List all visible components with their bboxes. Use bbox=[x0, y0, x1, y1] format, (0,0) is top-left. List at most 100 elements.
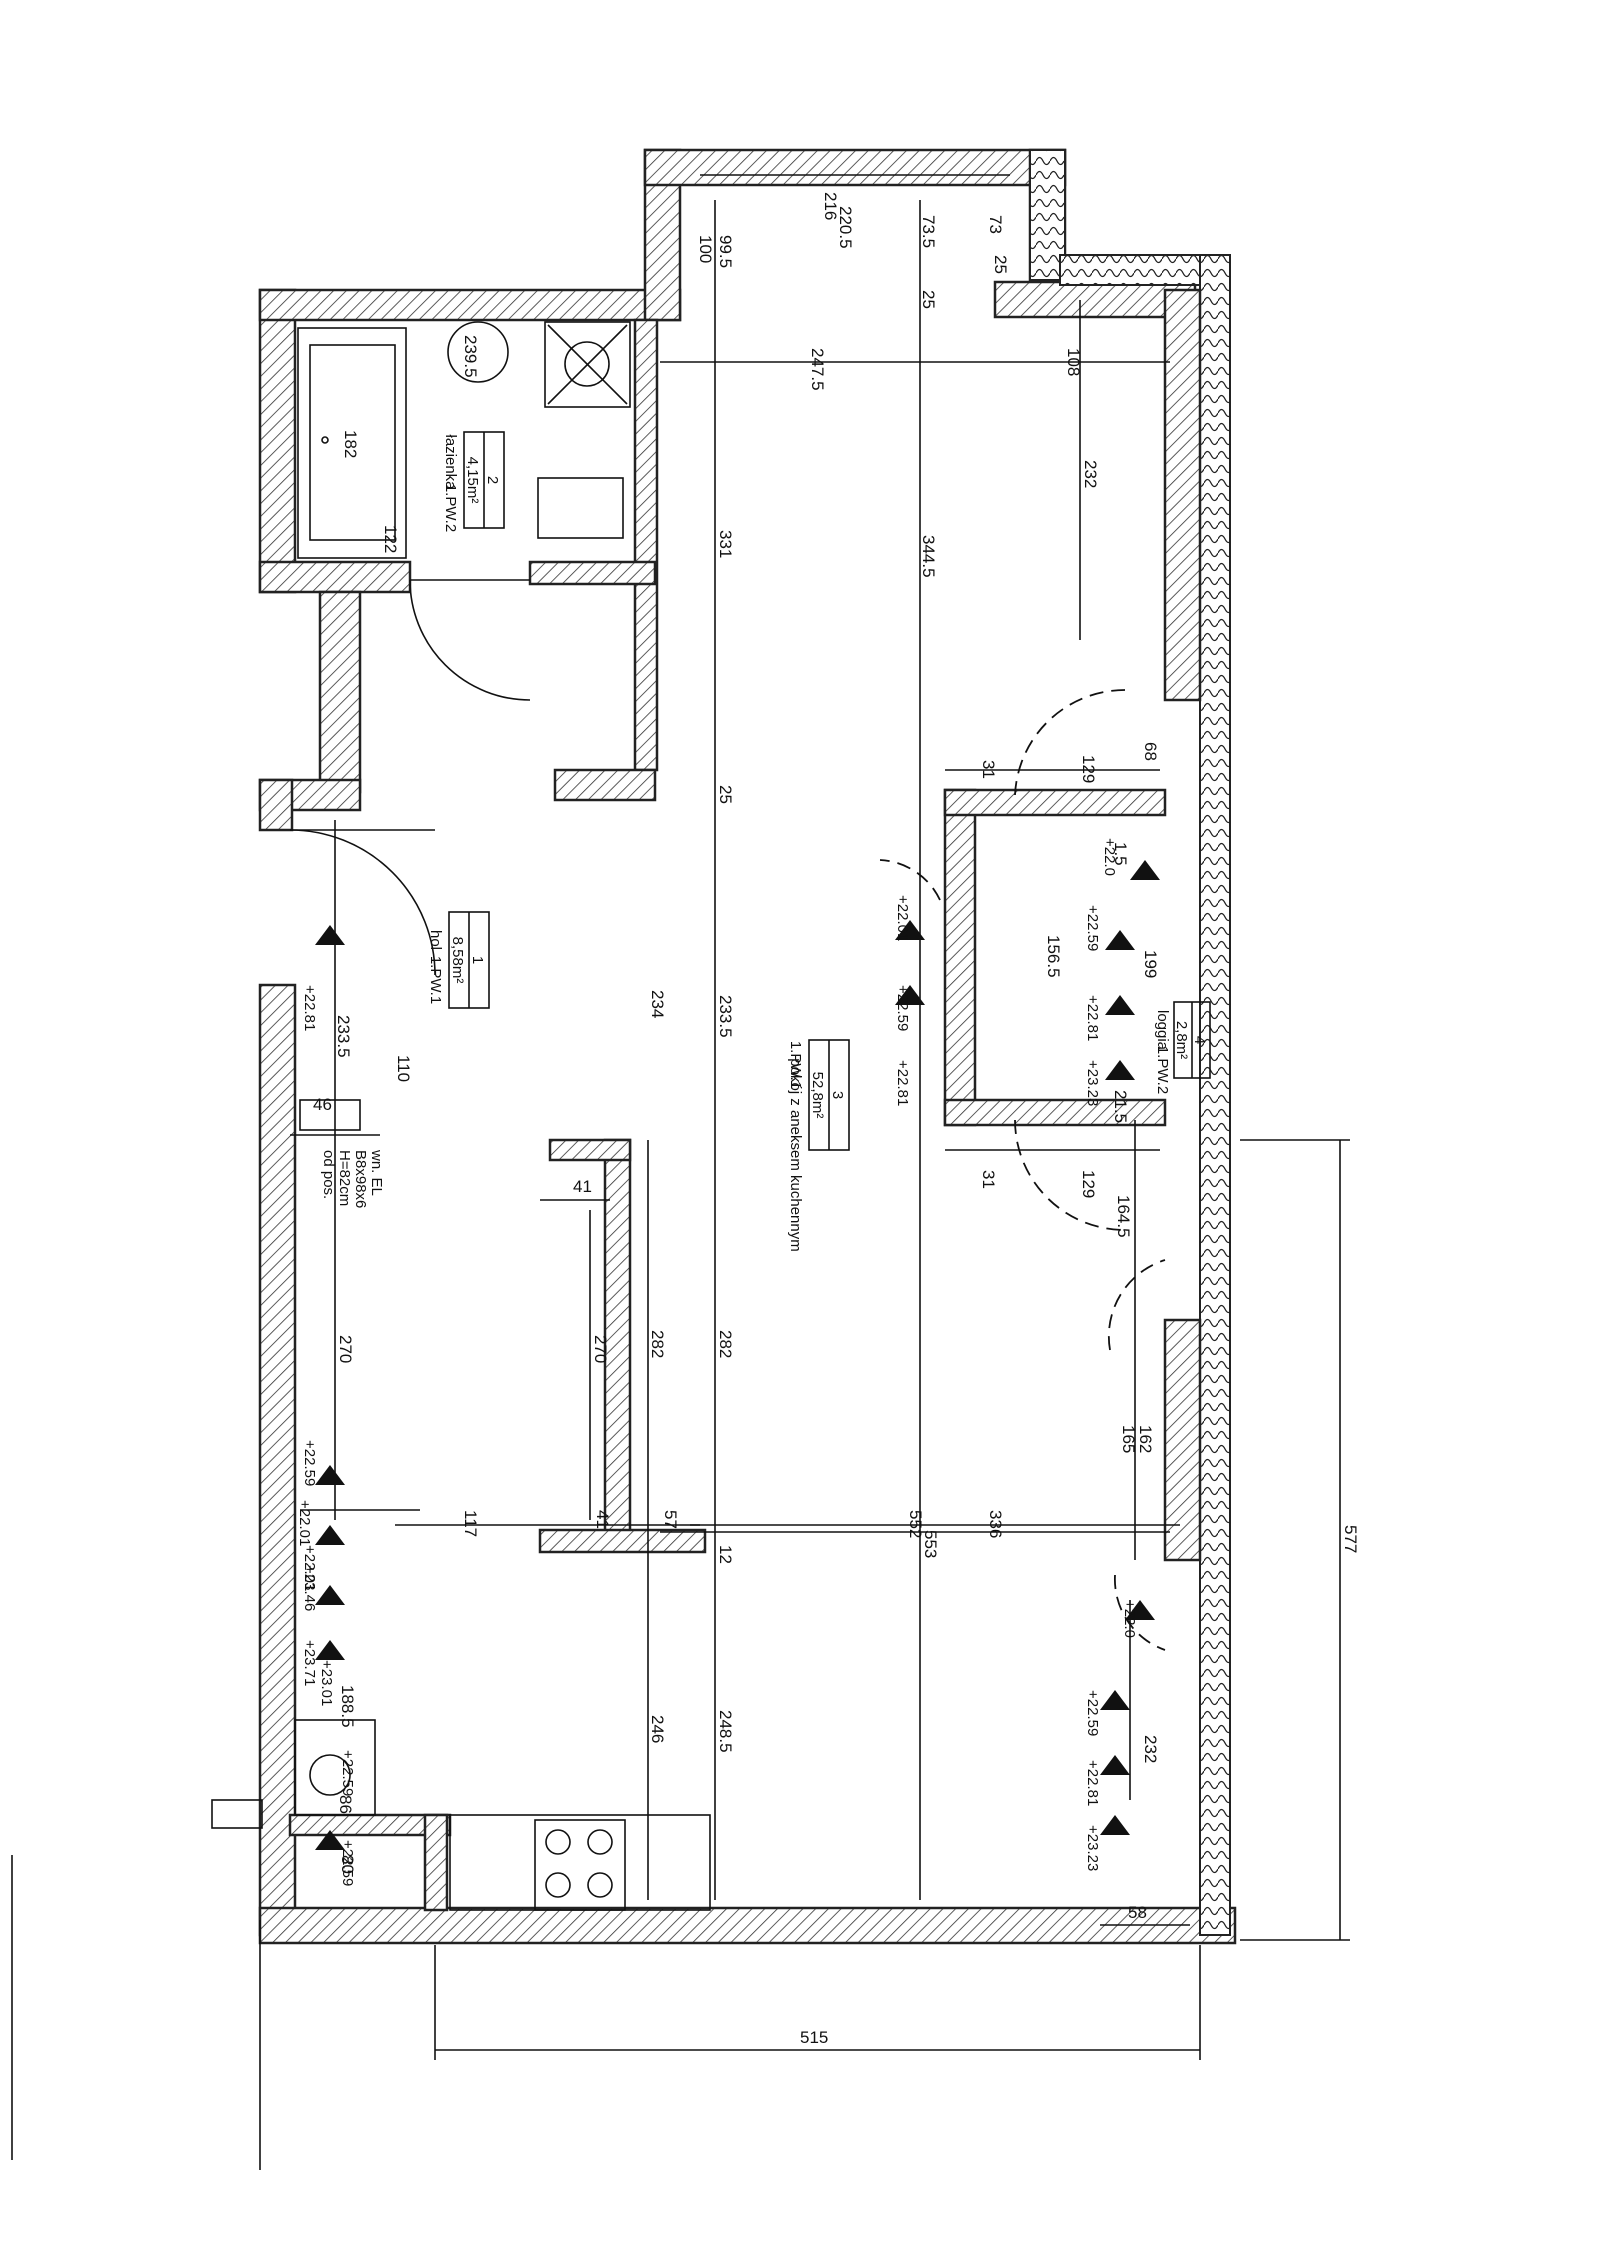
dim-282-a: 282 bbox=[648, 1330, 667, 1358]
dim-58: 58 bbox=[1128, 1903, 1147, 1922]
wall-right bbox=[1163, 288, 1202, 702]
wall-bathroom-partition bbox=[633, 318, 659, 772]
level-triangle bbox=[315, 1640, 345, 1660]
door-bathroom bbox=[409, 579, 531, 701]
dim-156-5: 156.5 bbox=[1044, 935, 1063, 978]
dimension-lines bbox=[259, 174, 1350, 2170]
dim-282-b: 282 bbox=[716, 1330, 735, 1358]
door-loggia-top bbox=[1014, 689, 1126, 796]
wall-bathroom-top bbox=[258, 288, 682, 322]
level-triangle bbox=[1125, 1600, 1155, 1620]
dim-41-a: 41 bbox=[573, 1177, 592, 1196]
room-label-2: 2 4,15m² łazienka 1.PW.2 bbox=[442, 431, 505, 532]
room-3-name: pokój z aneksem kuchennym bbox=[787, 1058, 804, 1251]
dim-25-b: 25 bbox=[919, 290, 938, 309]
pipe bbox=[211, 1799, 263, 1829]
dim-122: 122 bbox=[381, 525, 400, 553]
dim-41-b: 41 bbox=[593, 1510, 612, 1529]
level-11: +23.46 bbox=[301, 1565, 318, 1611]
dim-129-a: 129 bbox=[1079, 755, 1098, 783]
dim-515: 515 bbox=[800, 2028, 828, 2047]
insulation-top-right bbox=[1059, 254, 1226, 286]
dim-12: 12 bbox=[716, 1545, 735, 1564]
dim-117: 117 bbox=[461, 1510, 480, 1537]
door-entry bbox=[289, 829, 436, 976]
room-label-1: 1 8,58m² hol 1.PW.1 bbox=[427, 911, 490, 1009]
dim-99-5: 99.5 bbox=[716, 235, 735, 268]
electric-line-2: B8x98x6 bbox=[352, 1150, 369, 1208]
dim-73: 73 bbox=[986, 215, 1005, 234]
level-13: +23.01 bbox=[318, 1660, 335, 1706]
dim-247-5: 247.5 bbox=[808, 348, 827, 391]
insulation-right bbox=[1199, 254, 1231, 1936]
dim-80: 80 bbox=[338, 1855, 357, 1874]
dim-165: 165 bbox=[1119, 1425, 1138, 1453]
wall-central-bottom bbox=[538, 1528, 707, 1554]
door-window-bottom bbox=[1114, 1574, 1166, 1651]
burner-1 bbox=[545, 1829, 571, 1855]
room-1-name: hol bbox=[427, 930, 444, 950]
dim-25-a: 25 bbox=[991, 255, 1010, 274]
bathtub-inner bbox=[309, 344, 396, 541]
level-6: +22.81 bbox=[894, 1060, 911, 1106]
dim-1-5: 1.5 bbox=[1111, 842, 1130, 866]
wall-bathroom-bottom bbox=[258, 560, 412, 594]
level-triangle bbox=[315, 925, 345, 945]
room-2-number: 2 bbox=[484, 476, 501, 484]
level-8: +22.81 bbox=[301, 985, 318, 1031]
dim-552: 552 bbox=[906, 1510, 925, 1538]
dim-21-5: 21.5 bbox=[1111, 1090, 1130, 1123]
room-1-area: 8,58m² bbox=[449, 937, 466, 984]
room-1-code: 1.PW.1 bbox=[427, 956, 444, 1004]
electric-line-3: H=82cm bbox=[336, 1150, 353, 1206]
walls bbox=[258, 148, 1237, 1945]
wall-right-mid bbox=[1163, 1318, 1202, 1562]
dim-220-5: 220.5 bbox=[836, 206, 855, 249]
wall-bathroom-left bbox=[258, 288, 297, 594]
room-3-code: 1.PW.1 bbox=[787, 1041, 804, 1089]
dim-86: 86 bbox=[336, 1795, 355, 1814]
level-10: +22.01 bbox=[301, 1545, 318, 1591]
dim-234: 234 bbox=[648, 990, 667, 1018]
level-triangle bbox=[315, 1830, 345, 1850]
electric-line-1: wn. EL bbox=[368, 1149, 385, 1196]
level-triangle bbox=[895, 920, 925, 940]
dim-100: 100 bbox=[696, 235, 715, 263]
level-triangle bbox=[1105, 930, 1135, 950]
dim-331: 331 bbox=[716, 530, 735, 558]
room-4-code: 1.PW.2 bbox=[1154, 1046, 1171, 1094]
level-triangle bbox=[895, 985, 925, 1005]
dim-232-b: 232 bbox=[1141, 1735, 1160, 1763]
kitchen-counter bbox=[449, 1814, 711, 1911]
dim-216: 216 bbox=[821, 192, 840, 220]
dim-31-b: 31 bbox=[979, 1170, 998, 1189]
wall-top-protrusion-top bbox=[643, 148, 1067, 187]
dim-110: 110 bbox=[394, 1055, 413, 1082]
level-triangle bbox=[1105, 995, 1135, 1015]
dimension-texts: 216 220.5 99.5 100 73.5 73 25 25 247.5 1… bbox=[313, 192, 1360, 2047]
dim-270-b: 270 bbox=[591, 1335, 610, 1363]
dim-46: 46 bbox=[313, 1095, 332, 1114]
wall-hall-partition bbox=[553, 768, 657, 802]
room-2-code: 1.PW.2 bbox=[442, 484, 459, 532]
dim-164-5: 164.5 bbox=[1114, 1195, 1133, 1238]
level-5: +22.81 bbox=[1084, 995, 1101, 1041]
door-loggia-bottom bbox=[1014, 1119, 1126, 1231]
room-1-number: 1 bbox=[469, 956, 486, 964]
room-2-name: łazienka bbox=[442, 434, 459, 490]
washing-machine bbox=[544, 321, 631, 408]
level-18: +23.23 bbox=[1084, 1825, 1101, 1871]
door-window-lower bbox=[1107, 1259, 1166, 1351]
room-4-name: loggia bbox=[1154, 1010, 1171, 1051]
level-markers bbox=[315, 860, 1160, 1850]
dim-233-5-b: 233.5 bbox=[334, 1015, 353, 1058]
dim-162: 162 bbox=[1136, 1425, 1155, 1453]
wall-central-top bbox=[548, 1138, 632, 1162]
dim-199: 199 bbox=[1141, 950, 1160, 978]
room-4-number: 4 bbox=[1191, 1036, 1208, 1044]
level-triangle bbox=[315, 1465, 345, 1485]
room-label-4: 4 2,8m² loggia 1.PW.2 bbox=[1154, 1001, 1211, 1094]
dim-248-5: 248.5 bbox=[716, 1710, 735, 1753]
level-triangle bbox=[1100, 1690, 1130, 1710]
wall-notch-left bbox=[318, 590, 362, 794]
